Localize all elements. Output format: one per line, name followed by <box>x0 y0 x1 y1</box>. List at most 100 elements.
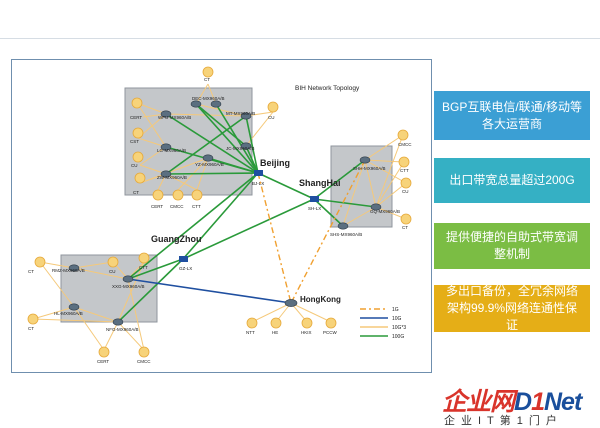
cloud-icon <box>400 177 412 189</box>
router-icon <box>160 143 172 151</box>
router-icon <box>160 170 172 178</box>
cloud-icon <box>98 346 110 358</box>
shanghai-peer-links <box>342 134 407 227</box>
router-icon <box>202 154 214 162</box>
router-label: ZW-MX960A/B <box>157 175 187 180</box>
cloud-icon <box>301 317 313 329</box>
router-icon <box>210 100 222 108</box>
router-icon <box>68 264 80 272</box>
1g-links <box>257 159 366 304</box>
router-icon <box>240 142 252 150</box>
switch-icons <box>179 170 319 262</box>
router-label: JC-MX960A/B <box>226 146 255 151</box>
peer-label: CERT <box>151 204 163 209</box>
logo-cn: 企业网 <box>442 388 515 416</box>
cloud-icon <box>132 151 144 163</box>
router-icon <box>284 299 298 307</box>
logo-net: Net <box>543 388 582 416</box>
cloud-icon <box>132 127 144 139</box>
legend-label-10g: 10G <box>392 316 402 322</box>
peer-label: CU <box>131 163 138 168</box>
cloud-icon <box>397 129 409 141</box>
peer-label: CTT <box>400 168 409 173</box>
router-label: GQ-MX960A/B <box>370 209 400 214</box>
peer-label: CT <box>204 77 210 82</box>
router-icon <box>337 222 349 230</box>
legend-label-10g3: 10G*3 <box>392 325 406 331</box>
diagram-title: BIH Network Topology <box>295 85 360 92</box>
peer-label: CU <box>268 115 275 120</box>
peer-label: CMCC <box>398 142 412 147</box>
peer-label: CT <box>28 269 34 274</box>
10g-link-gz-hk <box>127 278 292 304</box>
cloud-icon <box>191 189 203 201</box>
cloud-icon <box>267 101 279 113</box>
peer-label: CTT <box>192 204 201 209</box>
router-icon <box>68 303 80 311</box>
legend-label-1g: 1G <box>392 307 399 313</box>
peer-label: CU <box>402 189 409 194</box>
router-label: HL-MX960A/B <box>54 311 83 316</box>
router-icon <box>370 203 382 211</box>
cloud-icon <box>325 317 337 329</box>
feature-box-bandwidth: 出口带宽总量超过200G <box>434 158 590 203</box>
router-label: WFU-MX960A/B <box>158 115 191 120</box>
peer-label: NTT <box>246 330 255 335</box>
peer-label: CST <box>130 139 139 144</box>
logo-wordmark: 企业网D1Net <box>442 382 582 418</box>
peer-label: CT <box>133 190 139 195</box>
peer-cloud-icons <box>27 66 412 358</box>
switch-icon <box>310 196 319 202</box>
switch-label: SH-LX <box>308 206 321 211</box>
logo-tagline: 企业IT第1门户 <box>444 415 563 427</box>
router-icon <box>190 100 202 108</box>
router-label: XXG-MX960A/B <box>112 284 145 289</box>
switch-icon <box>179 256 188 262</box>
link-legend: 1G 10G 10G*3 100G <box>360 307 406 340</box>
cloud-icon <box>138 252 150 264</box>
cloud-icon <box>131 97 143 109</box>
header-divider <box>0 38 600 39</box>
router-icons <box>68 100 382 326</box>
router-icon <box>359 156 371 164</box>
router-label: SHS-MX960A/B <box>330 232 362 237</box>
feature-box-redundancy: 多出口备份，全冗余网络架构99.9%网络连通性保证 <box>434 284 590 332</box>
switch-label: BJ-LX <box>252 181 264 186</box>
peer-label: PCCW <box>323 330 338 335</box>
router-label: NFG-MX960A/B <box>106 327 139 332</box>
router-icon <box>240 112 252 120</box>
legend-label-100g: 100G <box>392 334 404 340</box>
router-label: LG-MX960A/B <box>157 148 186 153</box>
cloud-icon <box>400 213 412 225</box>
cloud-icon <box>138 346 150 358</box>
cloud-icon <box>270 317 282 329</box>
cloud-icon <box>152 189 164 201</box>
router-label: SHH-MX960A/B <box>353 166 386 171</box>
cloud-icon <box>398 156 410 168</box>
city-label-beijing: Beijing <box>260 158 290 168</box>
peer-label: CU <box>109 269 116 274</box>
peer-label: CMCC <box>170 204 184 209</box>
site-logo: 企业网D1Net 企业IT第1门户 <box>442 382 600 427</box>
logo-d: D <box>514 388 532 416</box>
peer-label: CT <box>28 326 34 331</box>
switch-label: GZ-LX <box>179 266 192 271</box>
router-label: YZ-MX960A/B <box>195 162 224 167</box>
feature-box-self-service: 提供便捷的自助式带宽调整机制 <box>434 223 590 269</box>
peer-label: CERT <box>130 115 142 120</box>
city-label-hongkong: HongKong <box>300 295 341 304</box>
peer-label: HE <box>272 330 278 335</box>
cloud-icon <box>134 172 146 184</box>
cloud-icon <box>202 66 214 78</box>
peer-label: HKIX <box>301 330 312 335</box>
cloud-icon <box>34 256 46 268</box>
router-icon <box>122 275 134 283</box>
beijing-region <box>124 87 253 196</box>
router-label: RMZ-MX960A/B <box>52 268 85 273</box>
cloud-icon <box>107 256 119 268</box>
peer-label: CTT <box>139 265 148 270</box>
router-icon <box>160 110 172 118</box>
router-icon <box>112 318 124 326</box>
router-label: MT-MX960A/B <box>226 111 255 116</box>
